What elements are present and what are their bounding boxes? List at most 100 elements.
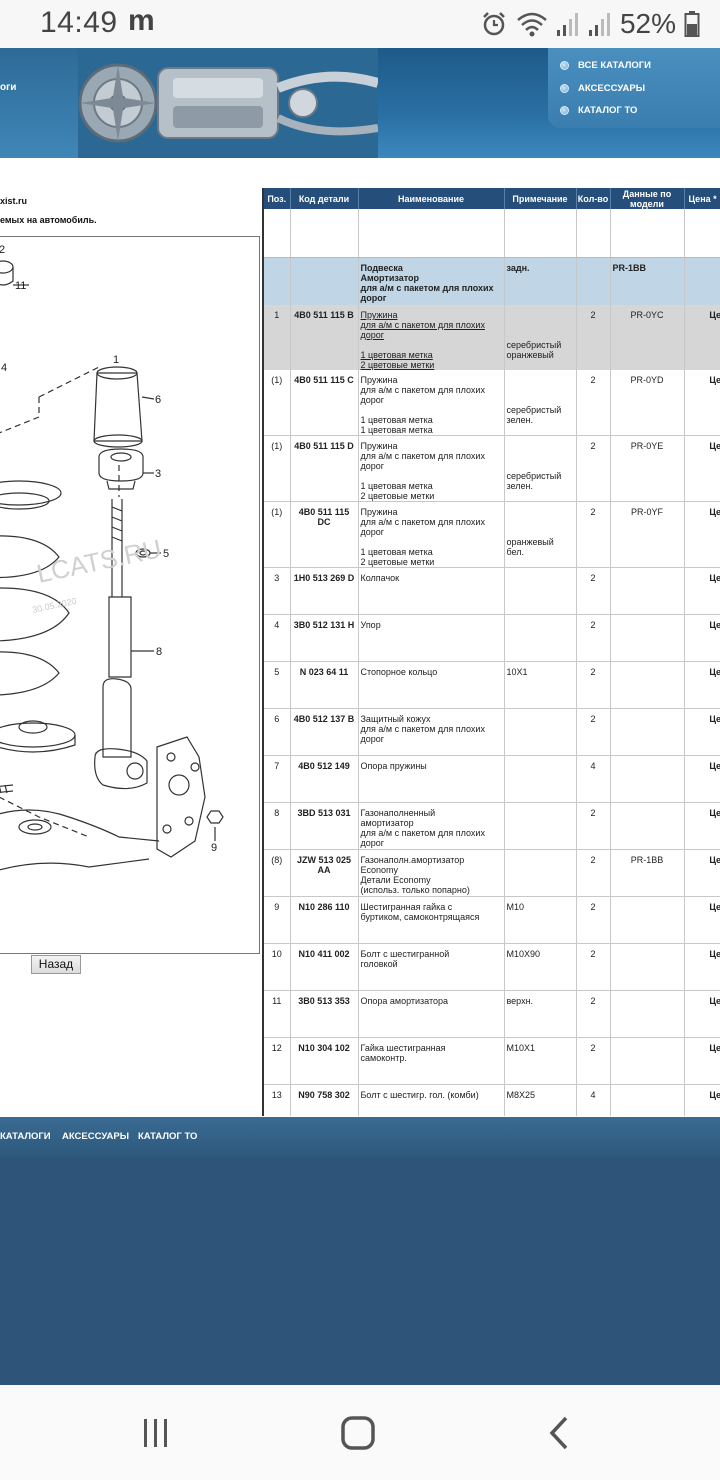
price-link[interactable]: Цена bbox=[684, 990, 720, 1038]
name-line[interactable]: для а/м с пакетом для плохих bbox=[360, 320, 485, 330]
note-line: M10 bbox=[506, 902, 525, 912]
col-header-qty[interactable]: Кол-во bbox=[576, 188, 611, 209]
cell-pos: 10 bbox=[264, 943, 291, 991]
home-icon[interactable] bbox=[338, 1413, 378, 1453]
name-line[interactable]: дорог bbox=[360, 330, 385, 340]
name-line: Гайка шестигранная bbox=[360, 1043, 446, 1053]
col-header-code[interactable]: Код детали bbox=[290, 188, 359, 209]
name-line: 2 цветовые метки bbox=[360, 491, 435, 501]
cell-pos: (1) bbox=[264, 370, 291, 436]
parts-table: Поз. Код детали Наименование Примечание … bbox=[264, 188, 720, 1116]
price-link[interactable]: Цена bbox=[684, 567, 720, 615]
col-header-note[interactable]: Примечание bbox=[504, 188, 577, 209]
cell-qty: 4 bbox=[576, 755, 611, 803]
col-header-model[interactable]: Данные по модели bbox=[610, 188, 685, 209]
back-icon[interactable] bbox=[544, 1413, 574, 1453]
cell-qty: 2 bbox=[576, 435, 611, 502]
table-header: Поз. Код детали Наименование Примечание … bbox=[264, 188, 720, 209]
site-name[interactable]: xist.ru bbox=[0, 196, 28, 206]
name-line: 1 цветовая метка bbox=[360, 481, 433, 491]
price-link[interactable]: Цена bbox=[684, 708, 720, 756]
note-line bbox=[507, 527, 574, 537]
note-line: M10X90 bbox=[506, 949, 541, 959]
menu-maintenance-catalog[interactable]: КАТАЛОГ ТО bbox=[560, 105, 637, 116]
cell-model: PR-0YC bbox=[610, 305, 685, 370]
menu-accessories[interactable]: АКСЕССУАРЫ bbox=[560, 83, 645, 94]
cell-code: 3BD 513 031 bbox=[290, 802, 359, 850]
parts-table-container: Поз. Код детали Наименование Примечание … bbox=[262, 188, 720, 1116]
price-link[interactable]: Цена bbox=[684, 802, 720, 850]
cell-name: Опора пружины bbox=[358, 755, 505, 803]
price-link[interactable]: Цена bbox=[684, 943, 720, 991]
name-line[interactable] bbox=[361, 340, 502, 350]
name-line[interactable]: 1 цветовая метка bbox=[360, 350, 433, 360]
table-spacer-row bbox=[264, 209, 720, 258]
note-line: серебристый bbox=[506, 471, 562, 481]
name-line[interactable]: Пружина bbox=[360, 310, 398, 320]
footer-link-catalogs[interactable]: КАТАЛОГИ bbox=[0, 1131, 51, 1142]
menu-all-catalogs[interactable]: ВСЕ КАТАЛОГИ bbox=[560, 60, 651, 71]
note-line bbox=[507, 375, 574, 385]
note-line: зелен. bbox=[506, 481, 533, 491]
parts-diagram: LCATS.RU 30.05.2020 2 11 4 1 6 3 5 8 9 bbox=[0, 236, 260, 954]
note-line bbox=[507, 451, 574, 461]
price-link[interactable]: Цена bbox=[684, 755, 720, 803]
price-link[interactable]: Цена bbox=[684, 896, 720, 944]
price-link[interactable]: Цена bbox=[684, 370, 720, 436]
price-link[interactable]: Цена bbox=[684, 501, 720, 568]
header-menu: ВСЕ КАТАЛОГИ АКСЕССУАРЫ КАТАЛОГ ТО bbox=[548, 48, 720, 128]
footer-link-accessories[interactable]: АКСЕССУАРЫ bbox=[62, 1131, 130, 1142]
cell-code: JZW 513 025 AA bbox=[290, 849, 359, 897]
messenger-notification-icon: m bbox=[128, 4, 155, 37]
price-link[interactable]: Цена bbox=[684, 305, 720, 370]
bullet-icon bbox=[560, 61, 569, 70]
name-line: для а/м с пакетом для плохих bbox=[360, 385, 485, 395]
callout-1: 1 bbox=[113, 354, 119, 366]
name-line[interactable]: 2 цветовые метки bbox=[360, 360, 435, 370]
cell-pos: 6 bbox=[264, 708, 291, 756]
col-header-pos[interactable]: Поз. bbox=[264, 188, 291, 209]
price-link[interactable]: Цена bbox=[684, 661, 720, 709]
cell-qty: 2 bbox=[576, 614, 611, 662]
cell-model bbox=[610, 755, 685, 803]
footer-link-maintenance[interactable]: КАТАЛОГ ТО bbox=[138, 1131, 198, 1142]
cell-qty: 2 bbox=[576, 943, 611, 991]
price-link[interactable]: Цена bbox=[684, 849, 720, 897]
name-line: Болт с шестигранной bbox=[360, 949, 450, 959]
cell-pos: 9 bbox=[264, 896, 291, 944]
price-link[interactable]: Цена bbox=[684, 1084, 720, 1116]
cell-note: M10X1 bbox=[504, 1037, 577, 1085]
header-left-link[interactable]: оги bbox=[0, 82, 17, 93]
price-link[interactable]: Цена bbox=[684, 614, 720, 662]
cell-note: M10 bbox=[504, 896, 577, 944]
price-link[interactable]: Цена bbox=[684, 1037, 720, 1085]
col-header-name[interactable]: Наименование bbox=[358, 188, 505, 209]
price-link[interactable]: Цена bbox=[684, 435, 720, 502]
back-button[interactable]: Назад bbox=[31, 955, 81, 974]
recents-icon[interactable] bbox=[138, 1415, 174, 1451]
note-line: зелен. bbox=[506, 415, 533, 425]
cell-pos: 5 bbox=[264, 661, 291, 709]
alarm-icon bbox=[483, 12, 505, 36]
col-header-price[interactable]: Цена * bbox=[684, 188, 720, 209]
cell-pos: 1 bbox=[264, 305, 291, 370]
cell-note: 10X1 bbox=[504, 661, 577, 709]
